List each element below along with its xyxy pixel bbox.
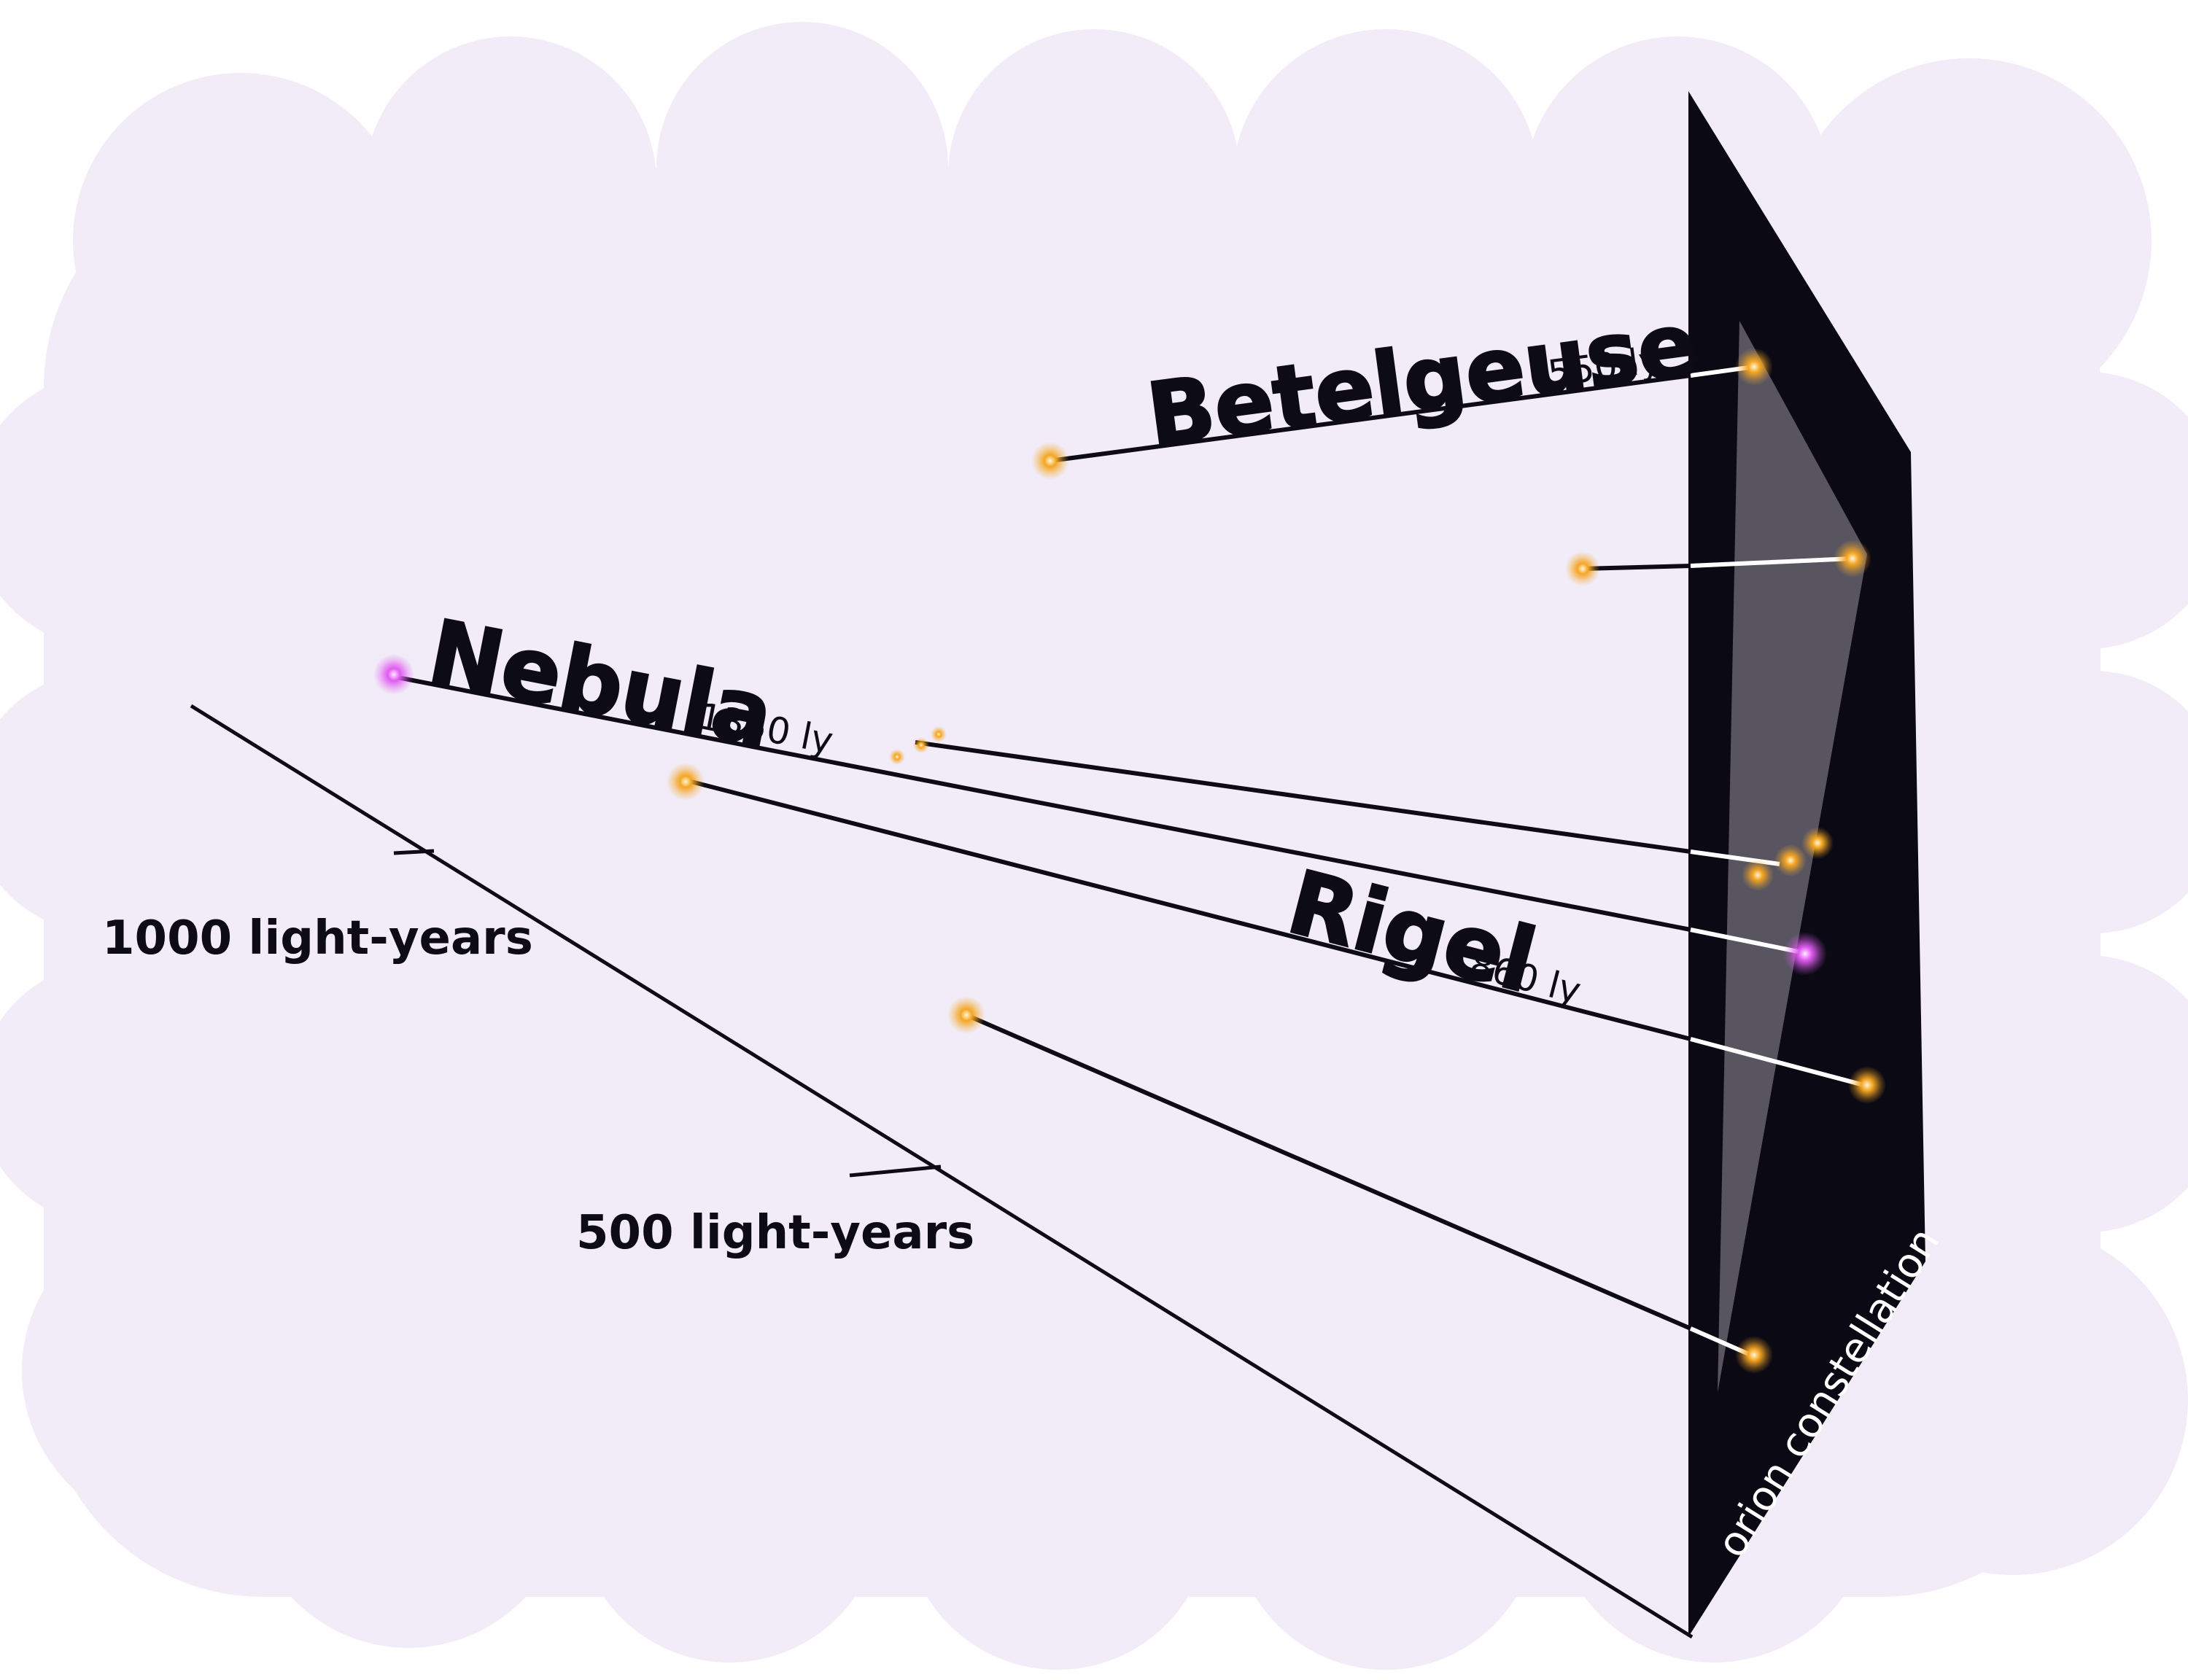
- saiph-star-icon: [947, 996, 985, 1034]
- projected-belt-icon-2: [1774, 844, 1807, 876]
- tick-1000-ly: [394, 851, 434, 853]
- projected-betelgeuse-icon: [1735, 348, 1773, 386]
- projected-saiph-icon: [1735, 1336, 1773, 1374]
- scale-label-500-ly: 500 light-years: [576, 1206, 974, 1260]
- rigel-star-icon: [667, 763, 705, 801]
- scale-label-1000-ly: 1000 light-years: [102, 911, 533, 965]
- projected-rigel-icon: [1848, 1066, 1886, 1104]
- projected-bellatrix-icon: [1834, 540, 1871, 578]
- projected-belt-icon-1: [1742, 859, 1774, 891]
- belt-star-icon-3: [931, 726, 947, 742]
- nebula-glow-icon: [373, 654, 414, 695]
- belt-star-icon-1: [889, 749, 905, 765]
- projected-nebula-icon: [1783, 932, 1827, 976]
- bellatrix-star-icon: [1565, 551, 1600, 586]
- betelgeuse-star-icon: [1031, 442, 1069, 480]
- projected-belt-icon-3: [1801, 827, 1834, 859]
- belt-star-icon-2: [913, 737, 929, 753]
